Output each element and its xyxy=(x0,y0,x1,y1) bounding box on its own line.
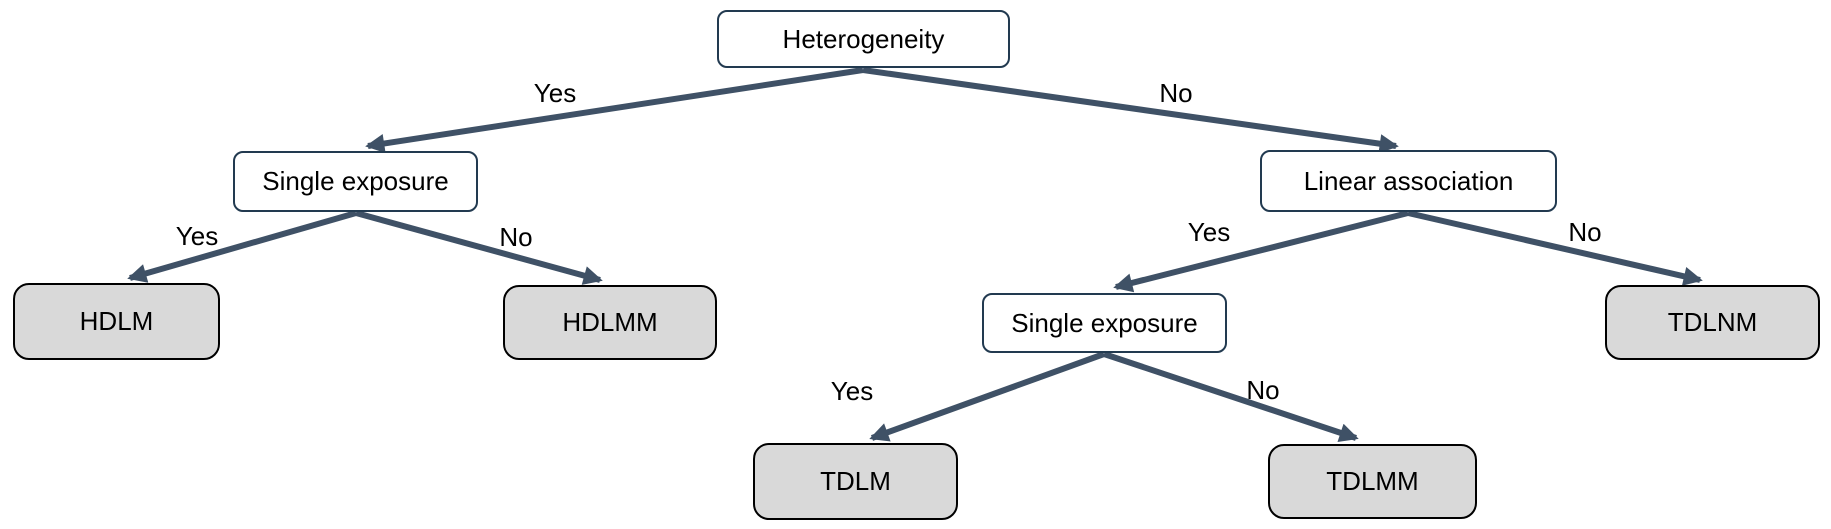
edge-label-yes: Yes xyxy=(533,78,577,108)
edge-label-no: No xyxy=(1568,217,1602,247)
node-tdlm: TDLM xyxy=(753,443,958,520)
edge-label-yes: Yes xyxy=(175,221,219,251)
node-tdlnm: TDLNM xyxy=(1605,285,1820,360)
edge-label-yes: Yes xyxy=(830,376,874,406)
edge-heterogeneity-to-single-exposure-left xyxy=(365,67,864,154)
edge-linear-association-to-single-exposure-right xyxy=(1113,210,1409,293)
edge-single-exposure-left-to-hdlmm xyxy=(355,210,603,285)
edge-label-no: No xyxy=(499,222,533,252)
node-linear-association: Linear association xyxy=(1260,150,1557,212)
node-tdlmm: TDLMM xyxy=(1268,444,1477,519)
edge-linear-association-to-tdlnm xyxy=(1407,210,1703,286)
edge-label-no: No xyxy=(1159,78,1193,108)
edge-label-no: No xyxy=(1246,375,1280,405)
node-single-exposure-right: Single exposure xyxy=(982,293,1227,353)
node-heterogeneity: Heterogeneity xyxy=(717,10,1010,68)
node-hdlm: HDLM xyxy=(13,283,220,360)
node-hdlmm: HDLMM xyxy=(503,285,717,360)
edge-single-exposure-left-to-hdlm xyxy=(127,210,357,283)
edge-heterogeneity-to-linear-association xyxy=(862,67,1399,154)
edge-single-exposure-right-to-tdlmm xyxy=(1103,351,1359,442)
edge-label-yes: Yes xyxy=(1187,217,1231,247)
node-single-exposure-left: Single exposure xyxy=(233,151,478,212)
edge-single-exposure-right-to-tdlm xyxy=(869,351,1106,442)
